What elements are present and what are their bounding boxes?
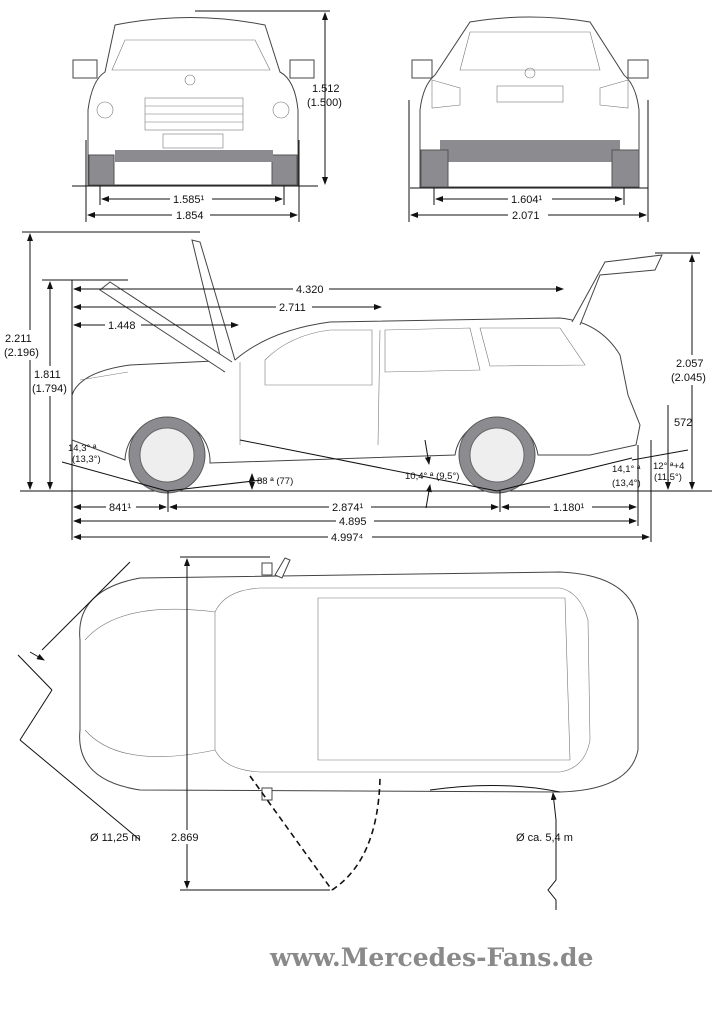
height-tailgate-x-alt-label: (1.794): [32, 383, 67, 395]
departure-angle-label: 14,1° ª: [612, 464, 641, 475]
approach-angle-label: 14,3° ª: [68, 443, 97, 454]
rear-track-label: 1.604¹: [511, 194, 543, 206]
rear-overhang-label: 1.180¹: [553, 502, 585, 514]
rear-width-label: 2.071: [512, 210, 540, 222]
watermark: www.Mercedes-Fans.de: [269, 943, 593, 972]
front-view: 1.512 (1.500) 1.585¹ 1.854: [72, 10, 342, 222]
tow-angle-label: 12° ª+4: [653, 461, 684, 472]
departure-angle-alt-label: (13,4°): [612, 478, 641, 489]
height-hood-alt-label: (2.196): [4, 347, 39, 359]
hood-to-b-label: 2.711: [279, 302, 306, 314]
ramp-angle-label: 10,4° ª (9,5°): [405, 471, 459, 482]
front-height-label: 1.512: [312, 83, 340, 95]
front-width-label: 1.854: [176, 210, 204, 222]
load-sill-label: 572: [674, 417, 692, 429]
top-view: Ø 11,25 m 2.869 Ø ca. 5,4 m: [17, 556, 639, 910]
front-overhang-label: 841¹: [109, 502, 131, 514]
front-track-label: 1.585¹: [173, 194, 205, 206]
length-tailgate-label: 4.320: [296, 284, 324, 296]
front-height-alt-label: (1.500): [307, 97, 342, 109]
rear-view: 1.604¹ 2.071: [408, 16, 649, 222]
tow-angle-alt-label: (11,5°): [654, 472, 682, 483]
hood-open-label: 1.448: [108, 320, 136, 332]
door-open-label: 2.869: [171, 832, 199, 844]
side-view: 4.320 2.711 1.448 2.211 (2.196) 1.811 (1…: [4, 231, 716, 544]
wheelbase-label: 2.874¹: [332, 502, 364, 514]
length-tow-label: 4.997⁴: [331, 532, 364, 544]
turning-circle-label: Ø 11,25 m: [90, 832, 141, 844]
ground-clearance-label: 88 ª (77): [257, 476, 293, 487]
length-label: 4.895: [339, 516, 367, 528]
height-hood-label: 2.211: [5, 333, 32, 345]
approach-angle-alt-label: (13,3°): [72, 454, 101, 465]
height-tailgate-x-label: 1.811: [34, 369, 61, 381]
height-tailgate-open-label: 2.057: [676, 358, 704, 370]
tailgate-radius-label: Ø ca. 5,4 m: [516, 832, 573, 844]
height-tailgate-open-alt-label: (2.045): [671, 372, 706, 384]
